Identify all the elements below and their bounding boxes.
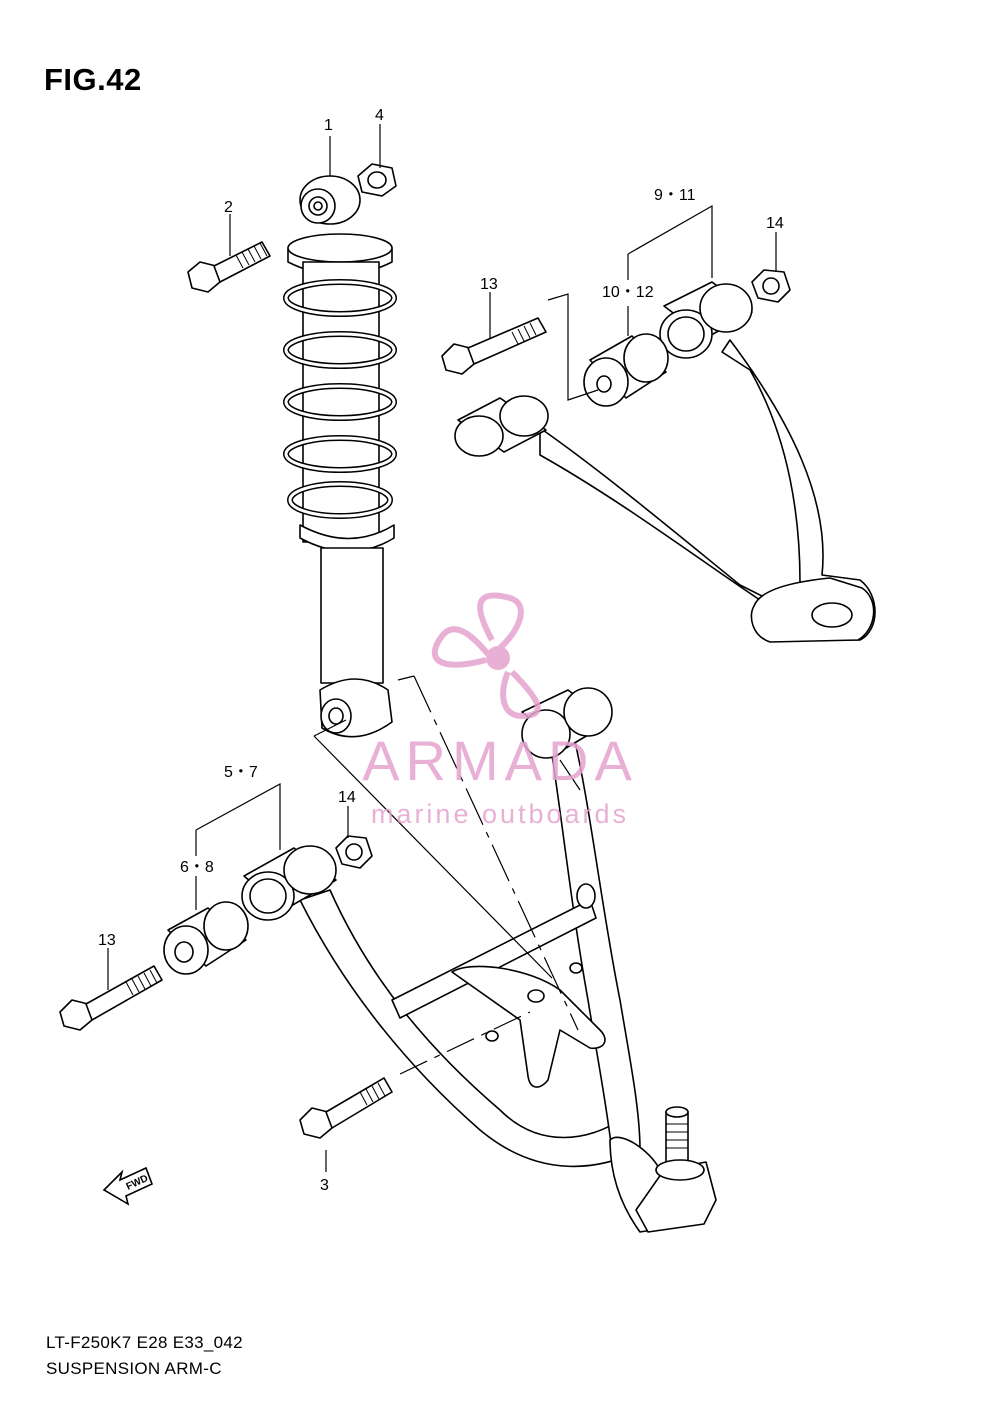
- armada-watermark: ARMADA marine outboards: [362, 592, 638, 829]
- callout-14-upper: 14: [766, 215, 784, 232]
- callout-13-lower: 13: [98, 932, 116, 949]
- bolt-13-upper[interactable]: [441, 317, 547, 375]
- callout-1: 1: [324, 117, 333, 134]
- callout-2: 2: [224, 199, 233, 216]
- callout-6-8: 6・8: [180, 859, 214, 876]
- callout-3: 3: [320, 1177, 329, 1194]
- lower-bushing-6-8[interactable]: [163, 901, 249, 975]
- nut-14-upper[interactable]: [751, 269, 791, 303]
- bolt-2[interactable]: [187, 241, 271, 293]
- callout-13-upper: 13: [480, 276, 498, 293]
- callout-14-lower: 14: [338, 789, 356, 806]
- nut-14-lower[interactable]: [335, 835, 373, 869]
- watermark-tagline: marine outboards: [371, 799, 629, 829]
- nut-4[interactable]: [357, 163, 397, 197]
- leader-lines: [107, 124, 777, 1172]
- callout-10-12: 10・12: [602, 284, 654, 301]
- watermark-brand: ARMADA: [362, 729, 638, 792]
- fwd-direction-icon: FWD: [102, 1166, 154, 1206]
- lower-suspension-arm[interactable]: [241, 687, 717, 1233]
- callout-5-7: 5・7: [224, 764, 258, 781]
- callout-4: 4: [375, 107, 384, 124]
- callout-9-11: 9・11: [654, 187, 696, 204]
- figure-name: SUSPENSION ARM-C: [46, 1359, 222, 1378]
- bolt-13-lower[interactable]: [59, 965, 163, 1031]
- figure-code: LT-F250K7 E28 E33_042: [46, 1333, 243, 1352]
- bolt-3[interactable]: [299, 1077, 393, 1139]
- propeller-logo-icon: [431, 592, 541, 720]
- upper-bushing-10-12[interactable]: [583, 333, 669, 407]
- figure-title: FIG.42: [44, 62, 142, 97]
- shock-absorber[interactable]: [283, 175, 397, 738]
- upper-suspension-arm[interactable]: [454, 281, 876, 643]
